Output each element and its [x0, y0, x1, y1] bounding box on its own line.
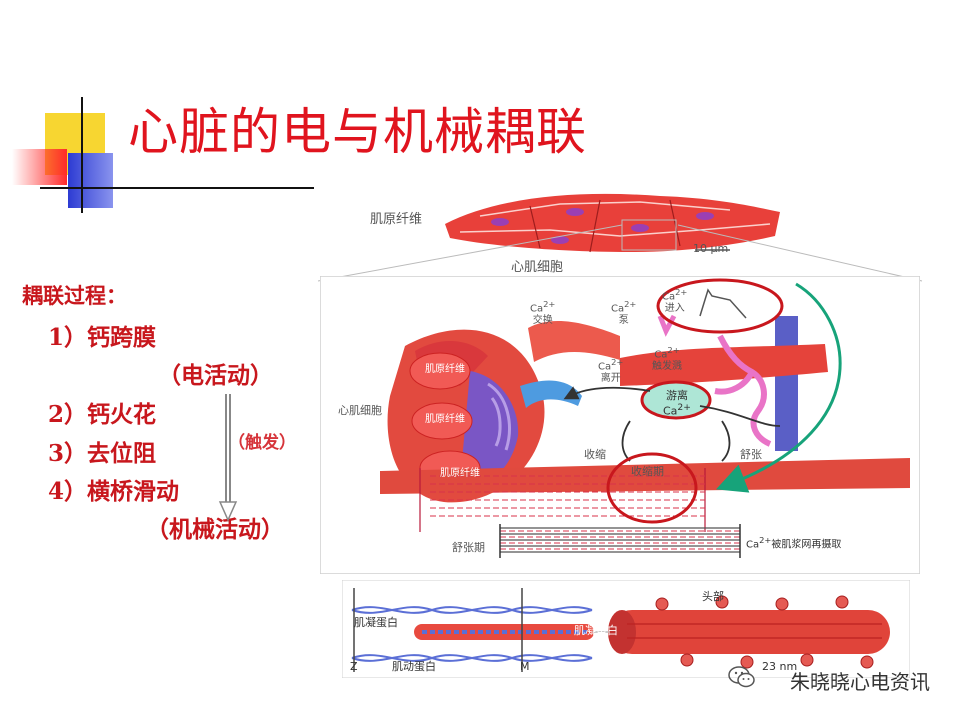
wechat-icon	[728, 664, 756, 690]
bottom-scale: 23 nm	[762, 660, 798, 673]
mid-ca-pump: Ca2+泵	[611, 299, 637, 327]
mid-ca-trigger: Ca2+触发溅	[652, 345, 682, 373]
bottom-myosin-right: 肌凝蛋白	[574, 624, 618, 637]
zoom-lines	[310, 215, 930, 285]
trigger-arrow	[218, 392, 238, 522]
mid-ca-release: Ca2+离开	[598, 357, 624, 385]
mid-systole: 收缩期	[631, 465, 664, 478]
mid-myofibril-1: 肌原纤维	[425, 364, 465, 375]
outline-step-4-note: （机械活动）	[146, 517, 284, 543]
top-scale-label: 10 μm	[693, 242, 729, 255]
mid-relax: 舒张	[740, 448, 762, 461]
bottom-z: Z	[350, 660, 358, 673]
mid-cell-label: 心肌细胞	[338, 404, 382, 417]
mid-reuptake: Ca2+被肌浆网再摄取	[746, 535, 842, 551]
bottom-m: M	[520, 660, 530, 673]
figure-top-fiber	[440, 186, 785, 266]
bottom-head: 头部	[702, 590, 724, 603]
watermark: 朱晓晓心电资讯	[790, 670, 930, 694]
trigger-note: （触发）	[228, 433, 296, 453]
decor-squares	[0, 95, 320, 215]
mid-contract: 收缩	[584, 448, 606, 461]
mid-myofibril-2: 肌原纤维	[425, 414, 465, 425]
mid-ca-exchange: Ca2+交换	[530, 299, 556, 327]
outline-heading: 耦联过程：	[22, 284, 127, 308]
mid-myofibril-3: 肌原纤维	[440, 468, 480, 479]
top-fiber-label: 肌原纤维	[370, 212, 423, 227]
page-title: 心脏的电与机械耦联	[128, 103, 587, 161]
top-cell-label: 心肌细胞	[511, 260, 564, 275]
bottom-myosin-left: 肌动蛋白	[392, 660, 436, 673]
outline-step-1: 1）钙跨膜	[48, 324, 157, 351]
mid-ca-enter: Ca2+进入	[662, 287, 688, 315]
mid-diastole: 舒张期	[452, 541, 485, 554]
bottom-actin: 肌凝蛋白	[354, 616, 398, 629]
outline-step-2: 2）钙火花	[48, 401, 157, 428]
outline-step-3: 3）去位阻	[48, 440, 157, 467]
outline-step-4: 4）横桥滑动	[48, 478, 180, 505]
figure-bottom-panel	[341, 579, 911, 679]
outline-step-1-note: （电活动）	[158, 363, 273, 389]
